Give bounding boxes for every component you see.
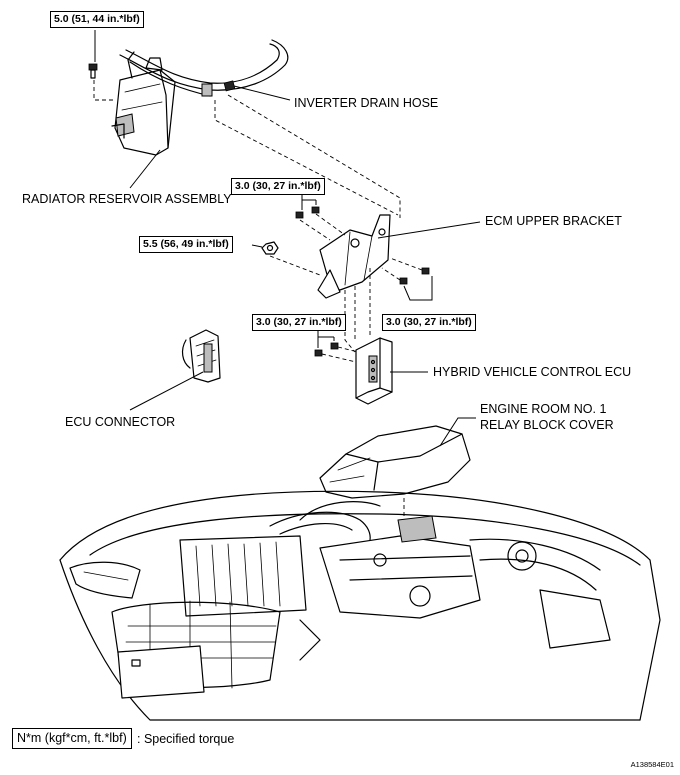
figure-id: A138584E01: [630, 760, 674, 769]
legend-description: : Specified torque: [137, 732, 235, 746]
reservoir-bolt: [88, 63, 98, 79]
legend-torque-unit: N*m (kgf*cm, ft.*lbf): [12, 728, 132, 749]
label-inverter-drain-hose: INVERTER DRAIN HOSE: [294, 96, 439, 110]
torque-callout-ecu-bolts: 3.0 (30, 27 in.*lbf): [252, 314, 346, 331]
bracket-upper-bolts: [295, 206, 320, 219]
label-ecu-connector: ECU CONNECTOR: [65, 415, 176, 429]
inverter-drain-hose-drawing: [119, 39, 289, 97]
ecm-upper-bracket-drawing: [317, 214, 391, 299]
bracket-nut: [261, 241, 279, 255]
torque-callout-bracket-upper-bolts: 3.0 (30, 27 in.*lbf): [231, 178, 325, 195]
label-relay-block-cover-line2: RELAY BLOCK COVER: [480, 418, 614, 432]
vehicle-front-drawing: [59, 490, 661, 721]
label-ecm-upper-bracket: ECM UPPER BRACKET: [485, 214, 622, 228]
label-radiator-reservoir-assembly: RADIATOR RESERVOIR ASSEMBLY: [22, 192, 232, 206]
label-relay-block-cover-line1: ENGINE ROOM NO. 1: [480, 402, 607, 416]
hybrid-ecu-drawing: [355, 337, 393, 405]
relay-block-cover-drawing: [319, 425, 471, 499]
ecu-bolts: [314, 342, 339, 357]
ecu-connector-drawing: [181, 329, 221, 383]
torque-callout-bracket-side-bolts: 3.0 (30, 27 in.*lbf): [382, 314, 476, 331]
label-hybrid-vehicle-control-ecu: HYBRID VEHICLE CONTROL ECU: [433, 365, 632, 379]
torque-callout-reservoir-bolt: 5.0 (51, 44 in.*lbf): [50, 11, 144, 28]
bracket-side-bolts: [399, 267, 430, 285]
radiator-reservoir-drawing: [111, 51, 176, 156]
torque-callout-bracket-nut: 5.5 (56, 49 in.*lbf): [139, 236, 233, 253]
